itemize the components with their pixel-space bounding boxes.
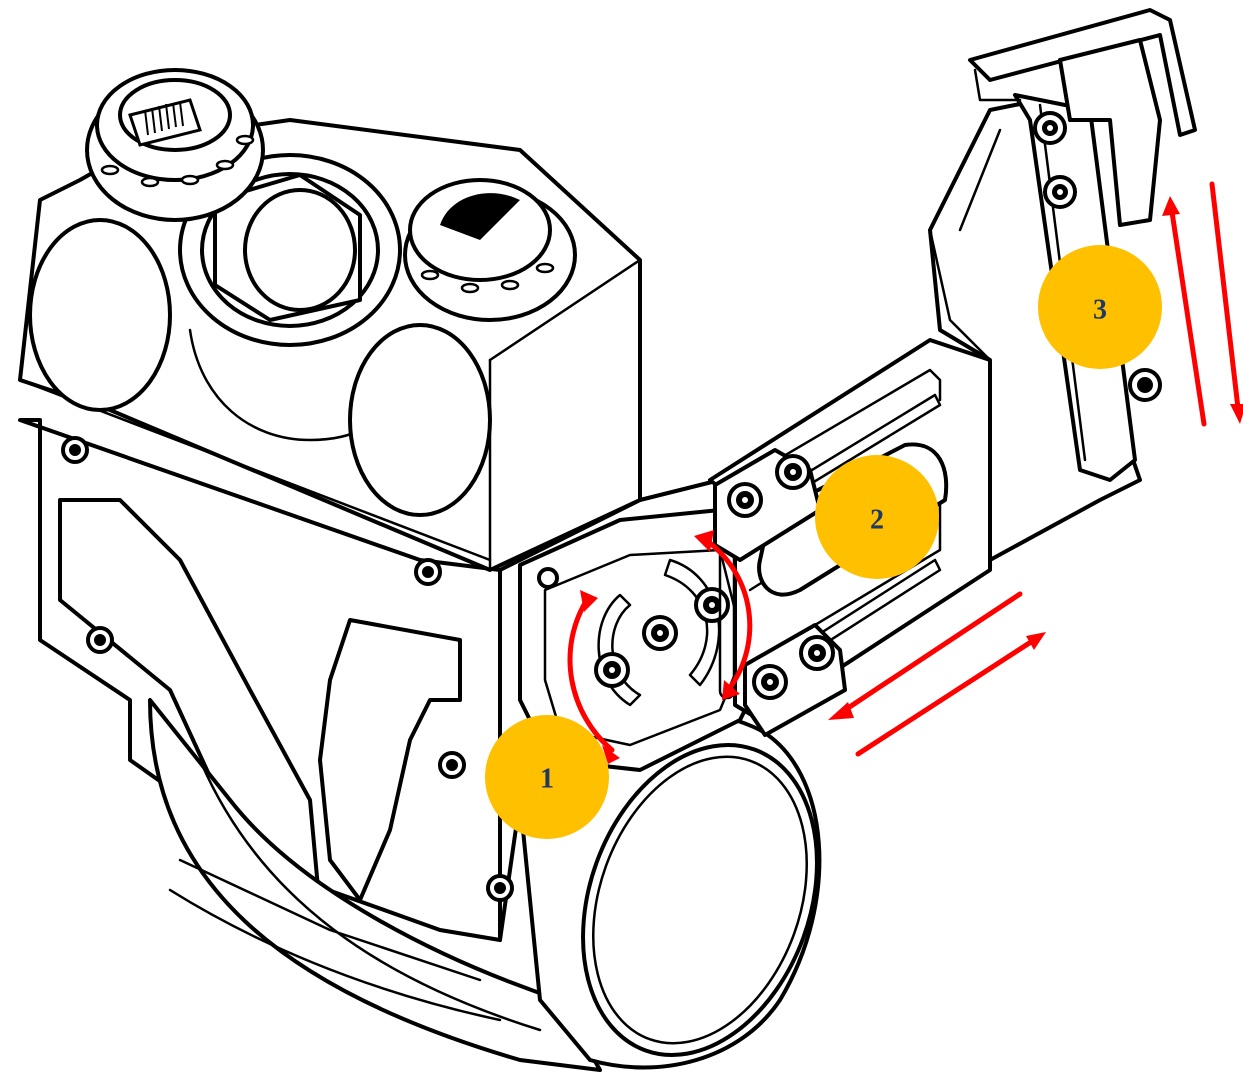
badge-3: 3 <box>1038 245 1162 369</box>
housing-screws <box>61 436 514 902</box>
right-lens <box>348 323 492 517</box>
badge-1: 1 <box>485 715 609 839</box>
badge-3-label: 3 <box>1093 295 1107 326</box>
left-lens <box>28 218 172 412</box>
rotation-arrow-left <box>567 590 620 764</box>
right-knob <box>403 178 577 322</box>
badge-2: 2 <box>815 455 939 579</box>
left-knob <box>85 68 265 222</box>
center-lens <box>178 153 402 442</box>
badge-2-label: 2 <box>870 505 884 536</box>
rotation-arrow-right <box>694 530 753 700</box>
slide-arrows <box>828 591 1046 757</box>
badge-1-label: 1 <box>540 764 554 795</box>
vertical-arrows <box>1162 181 1243 427</box>
